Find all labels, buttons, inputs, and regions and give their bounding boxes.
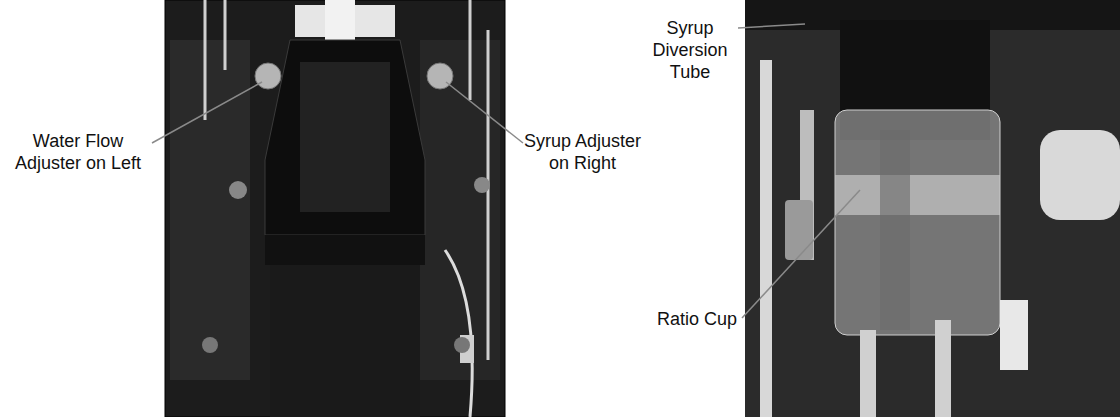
part-label: Ratio Cup: [651, 308, 743, 330]
valve-photo: [165, 0, 505, 417]
part-label: Water Flow Adjuster on Left: [3, 130, 153, 174]
leader-lines: [152, 24, 860, 318]
part-label: Syrup Diversion Tube: [644, 17, 736, 83]
ratio-cup-photo: [745, 0, 1120, 417]
part-label: Syrup Adjuster on Right: [520, 130, 645, 174]
